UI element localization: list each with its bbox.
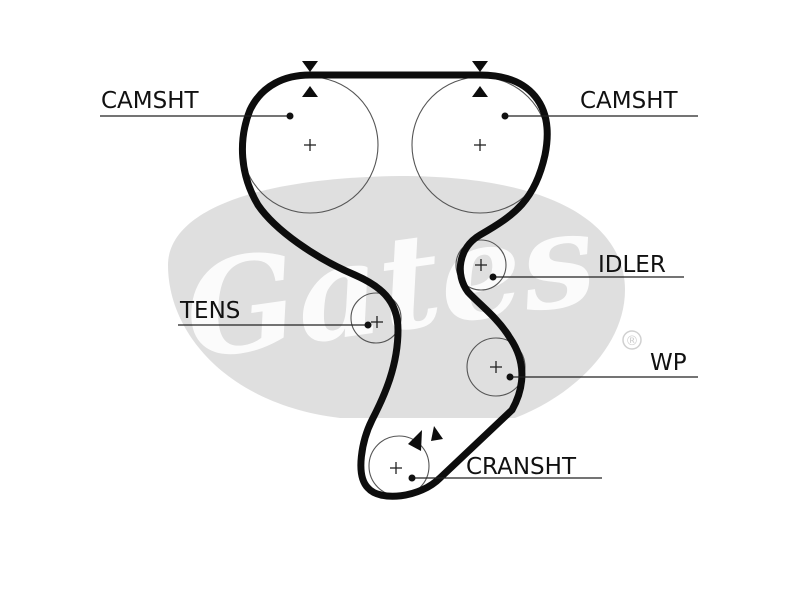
camshaft-left-label: CAMSHT	[101, 88, 200, 114]
tensioner-pulley	[350, 292, 402, 344]
timing-mark-crank	[408, 426, 443, 451]
idler-pulley	[455, 239, 507, 291]
camshaft-left-anchor-dot	[286, 112, 294, 120]
leader-lines	[100, 112, 698, 482]
registered-mark-symbol: ®	[626, 334, 639, 349]
brand-logo-watermark: Gates ®	[168, 176, 642, 418]
timing-mark-left	[302, 61, 318, 97]
pulley-center-marks	[304, 139, 502, 474]
crankshaft-label: CRANSHT	[466, 454, 577, 480]
camshaft-left-center-cross	[304, 139, 316, 151]
water-pump-center-cross	[490, 361, 502, 373]
camshaft-right-anchor-dot	[501, 112, 509, 120]
timing-mark-right	[472, 61, 488, 97]
idler-anchor-dot	[489, 273, 497, 281]
crankshaft-anchor-dot	[408, 474, 416, 482]
water-pump-pulley	[466, 337, 526, 397]
tensioner-center-cross	[371, 316, 383, 328]
water-pump-anchor-dot	[506, 373, 514, 381]
camshaft-right-label: CAMSHT	[580, 88, 679, 114]
tensioner-label: TENS	[179, 298, 240, 324]
crankshaft-center-cross	[390, 462, 402, 474]
registered-mark-icon	[622, 330, 642, 350]
camshaft-right-center-cross	[474, 139, 486, 151]
idler-center-cross	[475, 259, 487, 271]
water-pump-label: WP	[650, 350, 687, 376]
tensioner-anchor-dot	[364, 321, 372, 329]
component-labels: CAMSHT CAMSHT IDLER TENS WP CRANSHT	[101, 88, 687, 480]
timing-belt	[239, 71, 551, 500]
idler-label: IDLER	[598, 252, 666, 278]
